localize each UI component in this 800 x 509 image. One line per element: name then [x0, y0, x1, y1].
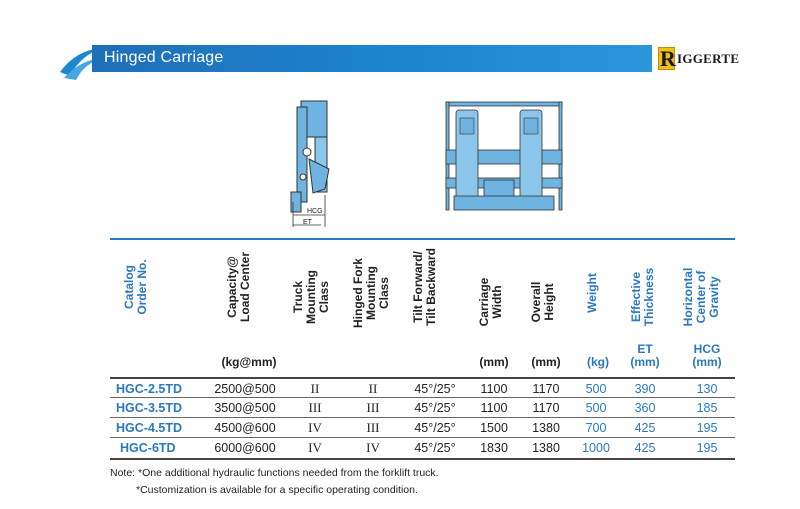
cell-truck-class: IV	[308, 420, 322, 435]
swoosh-icon	[60, 48, 102, 80]
cell-height: 1170	[532, 401, 560, 415]
unit-weight: (kg)	[587, 355, 609, 369]
logo-initial: R	[660, 46, 676, 71]
table-row: HGC-6TD 6000@600 IV IV 45°/25° 1830 1380…	[110, 437, 735, 457]
table-row: HGC-2.5TD 2500@500 II II 45°/25° 1100 11…	[110, 377, 735, 397]
cell-weight: 1000	[582, 441, 610, 455]
side-view-drawing: HCG ET	[290, 100, 330, 227]
unit-hcg-label: HCG	[693, 342, 721, 356]
title-bar	[92, 45, 652, 72]
cell-height: 1380	[532, 441, 560, 455]
unit-et: (mm)	[630, 355, 660, 369]
cell-hcg: 185	[696, 401, 718, 415]
cell-tilt: 45°/25°	[414, 441, 456, 455]
unit-et-label: ET	[637, 342, 653, 356]
cell-width: 1100	[480, 382, 508, 396]
cell-truck-class: II	[310, 381, 320, 396]
cell-weight: 500	[585, 401, 607, 415]
cell-height: 1380	[532, 421, 560, 435]
cell-tilt: 45°/25°	[414, 401, 456, 415]
unit-hcg: (mm)	[692, 355, 722, 369]
cell-truck-class: III	[308, 400, 322, 415]
cell-capacity: 4500@600	[214, 421, 276, 435]
cell-hcg: 130	[696, 382, 718, 396]
note-line-2: *Customization is available for a specif…	[136, 484, 418, 496]
logo-wordmark: IGGERTE	[677, 51, 740, 66]
table-top-rule	[110, 238, 735, 240]
cell-truck-class: IV	[308, 440, 322, 455]
cell-hcg: 195	[696, 421, 718, 435]
cell-width: 1500	[480, 421, 508, 435]
cell-capacity: 2500@500	[214, 382, 276, 396]
note-line-1: Note: *One additional hydraulic function…	[110, 467, 439, 479]
table-bottom-rule	[110, 458, 735, 460]
cell-weight: 500	[585, 382, 607, 396]
unit-width: (mm)	[479, 355, 509, 369]
brand-logo: R IGGERTE	[655, 45, 748, 72]
table-row: HGC-4.5TD 4500@600 IV III 45°/25° 1500 1…	[110, 417, 735, 437]
cell-fork-class: IV	[366, 440, 380, 455]
et-dimension-label: ET	[303, 219, 313, 226]
cell-fork-class: III	[366, 420, 380, 435]
cell-tilt: 45°/25°	[414, 421, 456, 435]
hcg-dimension-label: HCG	[307, 208, 323, 215]
cell-width: 1830	[480, 441, 508, 455]
cell-fork-class: II	[368, 381, 378, 396]
logo-mark	[658, 47, 675, 70]
cell-fork-class: III	[366, 400, 380, 415]
cell-width: 1100	[480, 401, 508, 415]
cell-et: 360	[634, 401, 656, 415]
cell-model: HGC-3.5TD	[116, 401, 182, 415]
header-banner: Hinged Carriage R IGGERTE	[0, 0, 800, 90]
cell-capacity: 6000@600	[214, 441, 276, 455]
cell-height: 1170	[532, 382, 560, 396]
cell-et: 390	[634, 382, 656, 396]
cell-hcg: 195	[696, 441, 718, 455]
cell-weight: 700	[585, 421, 607, 435]
cell-et: 425	[634, 441, 656, 455]
page-title: Hinged Carriage	[104, 49, 224, 66]
cell-model: HGC-2.5TD	[116, 382, 182, 396]
cell-et: 425	[634, 421, 656, 435]
front-view-drawing	[445, 101, 563, 211]
unit-height: (mm)	[531, 355, 561, 369]
unit-capacity: (kg@mm)	[221, 355, 277, 369]
table-row: HGC-3.5TD 3500@500 III III 45°/25° 1100 …	[110, 397, 735, 417]
cell-capacity: 3500@500	[214, 401, 276, 415]
cell-model: HGC-4.5TD	[116, 421, 182, 435]
cell-model: HGC-6TD	[120, 441, 176, 455]
cell-tilt: 45°/25°	[414, 382, 456, 396]
